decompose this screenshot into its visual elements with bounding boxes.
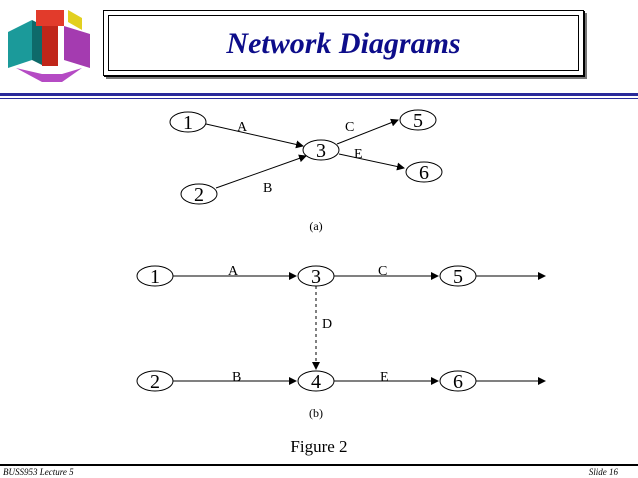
diagram-b-node-2: 2 — [136, 370, 174, 393]
diagram-a-edge-b — [215, 154, 307, 189]
footer-rule — [0, 464, 638, 466]
diagram-b-node-5: 5 — [439, 265, 477, 288]
diagram-a-edge-c — [336, 118, 399, 145]
diagram-a-node-6-label: 6 — [419, 162, 429, 184]
diagram-b-node-6-label: 6 — [453, 371, 463, 393]
diagram-a-edge-a — [205, 123, 304, 149]
diagram-a-edge-e — [338, 153, 405, 171]
diagram-b: 1 3 5 2 4 6 A C — [136, 264, 546, 420]
title-box-inner-border — [108, 15, 579, 71]
diagram-a-caption: (a) — [309, 219, 322, 233]
diagram-b-node-2-label: 2 — [150, 371, 160, 393]
diagram-a-node-5: 5 — [399, 109, 437, 132]
diagram-b-node-1: 1 — [136, 265, 174, 288]
diagram-b-edge-a-label: A — [228, 264, 239, 279]
footer-slide-number: Slide 16 — [588, 467, 618, 477]
diagram-b-node-1-label: 1 — [150, 266, 160, 288]
logo-icon — [8, 10, 90, 82]
figure-caption: Figure 2 — [290, 437, 348, 456]
diagram-a-node-5-label: 5 — [413, 110, 423, 132]
diagram-b-node-4: 4 — [297, 370, 335, 393]
diagram-a-node-1: 1 — [169, 111, 207, 134]
diagram-b-edge-b-label: B — [232, 370, 241, 385]
diagram-a-node-6: 6 — [405, 161, 443, 184]
diagram-a: 1 2 3 5 6 A B C E (a) — [169, 109, 443, 233]
diagram-b-node-3-label: 3 — [311, 266, 321, 288]
diagram-a-node-3-label: 3 — [316, 140, 326, 162]
diagram-b-node-3: 3 — [297, 265, 335, 288]
diagram-b-node-6: 6 — [439, 370, 477, 393]
header-rule-thin — [0, 98, 638, 99]
diagram-a-edge-c-label: C — [345, 120, 354, 135]
diagram-a-node-2: 2 — [180, 183, 218, 206]
diagram-a-edge-b-label: B — [263, 181, 272, 196]
diagram-b-node-4-label: 4 — [311, 371, 321, 393]
diagram-b-node-5-label: 5 — [453, 266, 463, 288]
diagram-b-caption: (b) — [309, 406, 323, 420]
header-rule — [0, 93, 638, 96]
diagram-a-edge-e-label: E — [354, 147, 363, 162]
diagram-a-node-3: 3 — [302, 139, 340, 162]
diagram-a-node-2-label: 2 — [194, 184, 204, 206]
footer-course: BUSS953 Lecture 5 — [3, 467, 74, 477]
diagram-b-edge-c-label: C — [378, 264, 387, 279]
diagram-b-edge-e-label: E — [380, 370, 389, 385]
title-box: Network Diagrams — [103, 10, 584, 76]
diagram-b-edge-d-label: D — [322, 317, 332, 332]
page-title: Network Diagrams — [226, 27, 461, 60]
diagram-a-node-1-label: 1 — [183, 112, 193, 134]
diagram-a-edge-a-label: A — [237, 120, 248, 135]
